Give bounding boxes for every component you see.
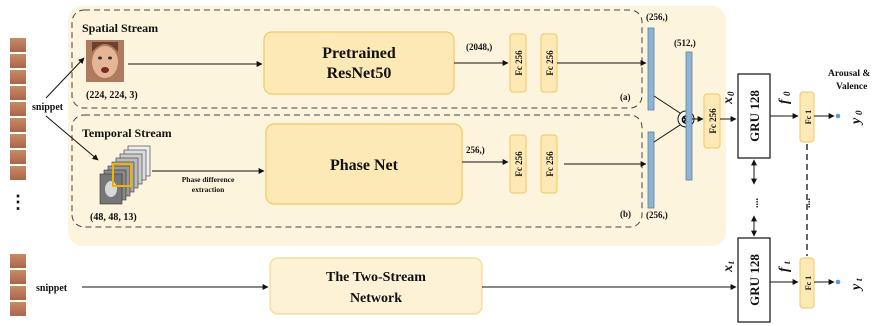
yt-label: y bbox=[849, 283, 864, 292]
phase-net-box bbox=[265, 123, 463, 205]
snippet-frames-top bbox=[10, 38, 26, 180]
y0-subscript: 0 bbox=[854, 110, 864, 115]
fusion-fc-label: Fc 256 bbox=[708, 108, 718, 134]
gru-bottom-label: GRU 128 bbox=[747, 254, 762, 306]
fc-recurrent-dots: .... bbox=[802, 198, 813, 209]
temporal-fc1-label: Fc 256 bbox=[514, 151, 524, 177]
spatial-fc2-label: Fc 256 bbox=[545, 50, 555, 76]
resnet-label-line1: Pretrained bbox=[322, 45, 396, 62]
f0-label: f bbox=[777, 98, 792, 104]
fusion-top-shape: (256,) bbox=[646, 12, 668, 22]
temporal-frame-stack bbox=[99, 145, 151, 205]
gru-top-box bbox=[737, 73, 771, 159]
temporal-input-shape: (48, 48, 13) bbox=[90, 212, 137, 223]
fusion-bar-bottom bbox=[647, 131, 655, 209]
phase-net-label: Phase Net bbox=[330, 157, 399, 174]
yt-output-dot bbox=[835, 279, 841, 285]
phase-caption-line2: extraction bbox=[192, 185, 225, 194]
spatial-stream-title: Spatial Stream bbox=[82, 21, 158, 35]
x0-label: x bbox=[721, 97, 736, 105]
temporal-fc2-label: Fc 256 bbox=[545, 151, 555, 177]
x0-subscript: 0 bbox=[726, 91, 736, 96]
fc1-bottom-label: Fc 1 bbox=[804, 276, 813, 290]
snippet-ellipsis: ⋮ bbox=[9, 192, 27, 212]
xt-label: x bbox=[721, 265, 736, 273]
two-stream-label-line1: The Two-Stream bbox=[326, 270, 426, 285]
temporal-fc2-box bbox=[540, 134, 558, 194]
spatial-tag: (a) bbox=[620, 92, 631, 102]
ft-label: f bbox=[777, 266, 792, 272]
temporal-feature-shape: 256,) bbox=[466, 145, 485, 155]
snippet-to-temporal-arrow bbox=[45, 115, 99, 161]
temporal-stream-title: Temporal Stream bbox=[82, 126, 172, 140]
f0-subscript: 0 bbox=[782, 91, 792, 96]
fc1-top-box bbox=[799, 91, 815, 143]
spatial-input-shape: (224, 224, 3) bbox=[86, 90, 138, 101]
snippet-label-bottom: snippet bbox=[36, 283, 68, 294]
snippet-frames-bottom bbox=[10, 254, 26, 316]
fusion-bottom-shape: (256,) bbox=[646, 210, 668, 220]
gru-recurrent-dots: .... bbox=[750, 198, 761, 209]
xt-subscript: t bbox=[726, 261, 736, 264]
temporal-tag: (b) bbox=[620, 209, 631, 219]
spatial-fc1-box bbox=[509, 33, 527, 93]
two-stream-network-box bbox=[269, 257, 483, 315]
concat-bar bbox=[685, 51, 693, 181]
y0-label: y bbox=[849, 117, 864, 126]
y0-output-dot bbox=[835, 113, 841, 119]
yt-subscript: t bbox=[854, 278, 864, 281]
spatial-fc1-label: Fc 256 bbox=[514, 50, 524, 76]
spatial-feature-shape: (2048,) bbox=[466, 42, 492, 52]
resnet-label-line2: ResNet50 bbox=[327, 65, 392, 82]
spatial-face-image bbox=[86, 40, 124, 82]
fusion-bottom-link bbox=[653, 124, 681, 143]
temporal-stream-box bbox=[71, 114, 643, 228]
temporal-fc1-box bbox=[509, 134, 527, 194]
snippet-label-top: snippet bbox=[32, 102, 64, 113]
output-label-line2: Valence bbox=[836, 82, 867, 92]
concat-shape: (512,) bbox=[674, 38, 696, 48]
gru-top-label: GRU 128 bbox=[747, 90, 762, 142]
fc1-top-label: Fc 1 bbox=[804, 110, 813, 124]
fc1-bottom-box bbox=[799, 257, 815, 309]
two-stream-label-line2: Network bbox=[350, 291, 402, 306]
resnet-box bbox=[263, 31, 455, 95]
output-label-line1: Arousal & bbox=[828, 69, 870, 79]
gru-bottom-box bbox=[737, 237, 771, 323]
spatial-stream-box bbox=[71, 9, 643, 109]
fusion-top-link bbox=[653, 95, 681, 114]
fusion-bar-top bbox=[647, 27, 655, 111]
fusion-fc-box bbox=[703, 93, 721, 149]
phase-caption-line1: Phase difference bbox=[182, 175, 235, 184]
ft-subscript: t bbox=[782, 261, 792, 264]
snippet-to-spatial-arrow bbox=[45, 57, 85, 99]
